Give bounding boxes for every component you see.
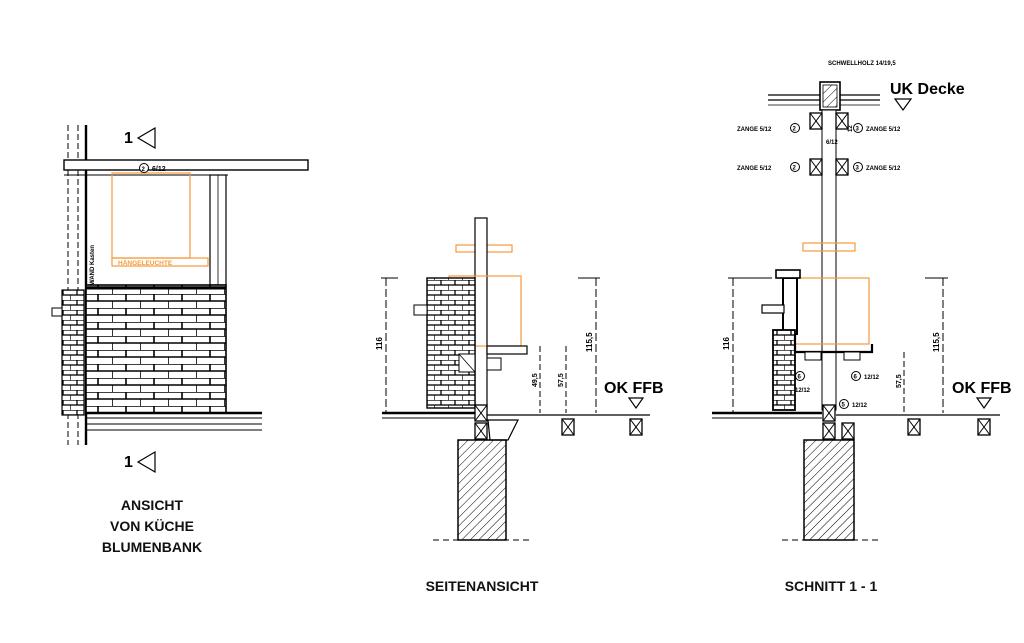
caption-schnitt: SCHNITT 1 - 1 <box>785 578 878 594</box>
view-schnitt: SCHWELLHOLZ 14/19,5 UK Decke ZANGE 5/12 … <box>712 61 1012 594</box>
ceiling-label: UK Decke <box>890 81 965 98</box>
beam-label-num: 2 <box>142 167 146 173</box>
dim-right: 115,5 <box>585 332 594 352</box>
view-ansicht: 1 1 2 6/12 HÄNGELEUCHTE WAND Kasten ANSI… <box>51 125 309 555</box>
ceiling-triangle-icon <box>893 98 913 112</box>
caption-ansicht-3: BLUMENBANK <box>102 539 202 555</box>
wall-vertical-label: WAND Kasten <box>90 245 96 285</box>
zange-a-left: ZANGE 5/12 <box>737 127 772 133</box>
zange-b-right-num: 3 <box>856 166 860 172</box>
caption-ansicht-2: VON KÜCHE <box>110 518 194 534</box>
section-arrow-bottom-icon <box>136 450 156 474</box>
dim-right-schnitt: 115,5 <box>932 332 941 352</box>
post-b-num: 6 <box>854 375 858 381</box>
dim-left-schnitt: 116 <box>722 337 731 350</box>
level-label-schnitt: OK FFB <box>952 380 1012 397</box>
level-triangle-schnitt-icon <box>975 397 993 410</box>
dim-mid2: 57,5 <box>558 373 565 387</box>
section-arrow-top-icon <box>136 126 156 150</box>
zange-a-left-num: 2 <box>793 127 797 133</box>
view-seitenansicht: 116 49,5 57,5 115,5 OK FFB SEITENANSICHT <box>375 217 664 594</box>
beam-label: 6/12 <box>152 166 166 173</box>
dim-mid-schnitt: 57,5 <box>896 374 903 388</box>
caption-seitenansicht: SEITENANSICHT <box>426 578 539 594</box>
post-c-num: 5 <box>842 403 846 409</box>
zange-b-right: ZANGE 5/12 <box>866 166 901 172</box>
caption-ansicht-1: ANSICHT <box>121 497 184 513</box>
level-label: OK FFB <box>604 380 664 397</box>
section-marker-bottom: 1 <box>124 454 133 471</box>
zange-b-left: ZANGE 5/12 <box>737 166 772 172</box>
top-label: SCHWELLHOLZ 14/19,5 <box>828 61 896 67</box>
dim-mid1: 49,5 <box>532 373 539 387</box>
lamp-label: HÄNGELEUCHTE <box>118 259 173 267</box>
zange-b-left-num: 2 <box>793 166 797 172</box>
post-a-num: 6 <box>798 375 802 381</box>
post-a-label: 12/12 <box>795 388 811 394</box>
dim-left: 116 <box>375 337 384 350</box>
post-c-label: 12/12 <box>852 403 868 409</box>
post-b-label: 12/12 <box>864 375 880 381</box>
zange-a-right-num: 3 <box>856 127 860 133</box>
num-12: 12 <box>848 125 854 132</box>
post-label: 6/12 <box>826 140 838 146</box>
level-triangle-icon <box>627 397 645 410</box>
section-marker-top: 1 <box>124 130 133 147</box>
zange-a-right: ZANGE 5/12 <box>866 127 901 133</box>
